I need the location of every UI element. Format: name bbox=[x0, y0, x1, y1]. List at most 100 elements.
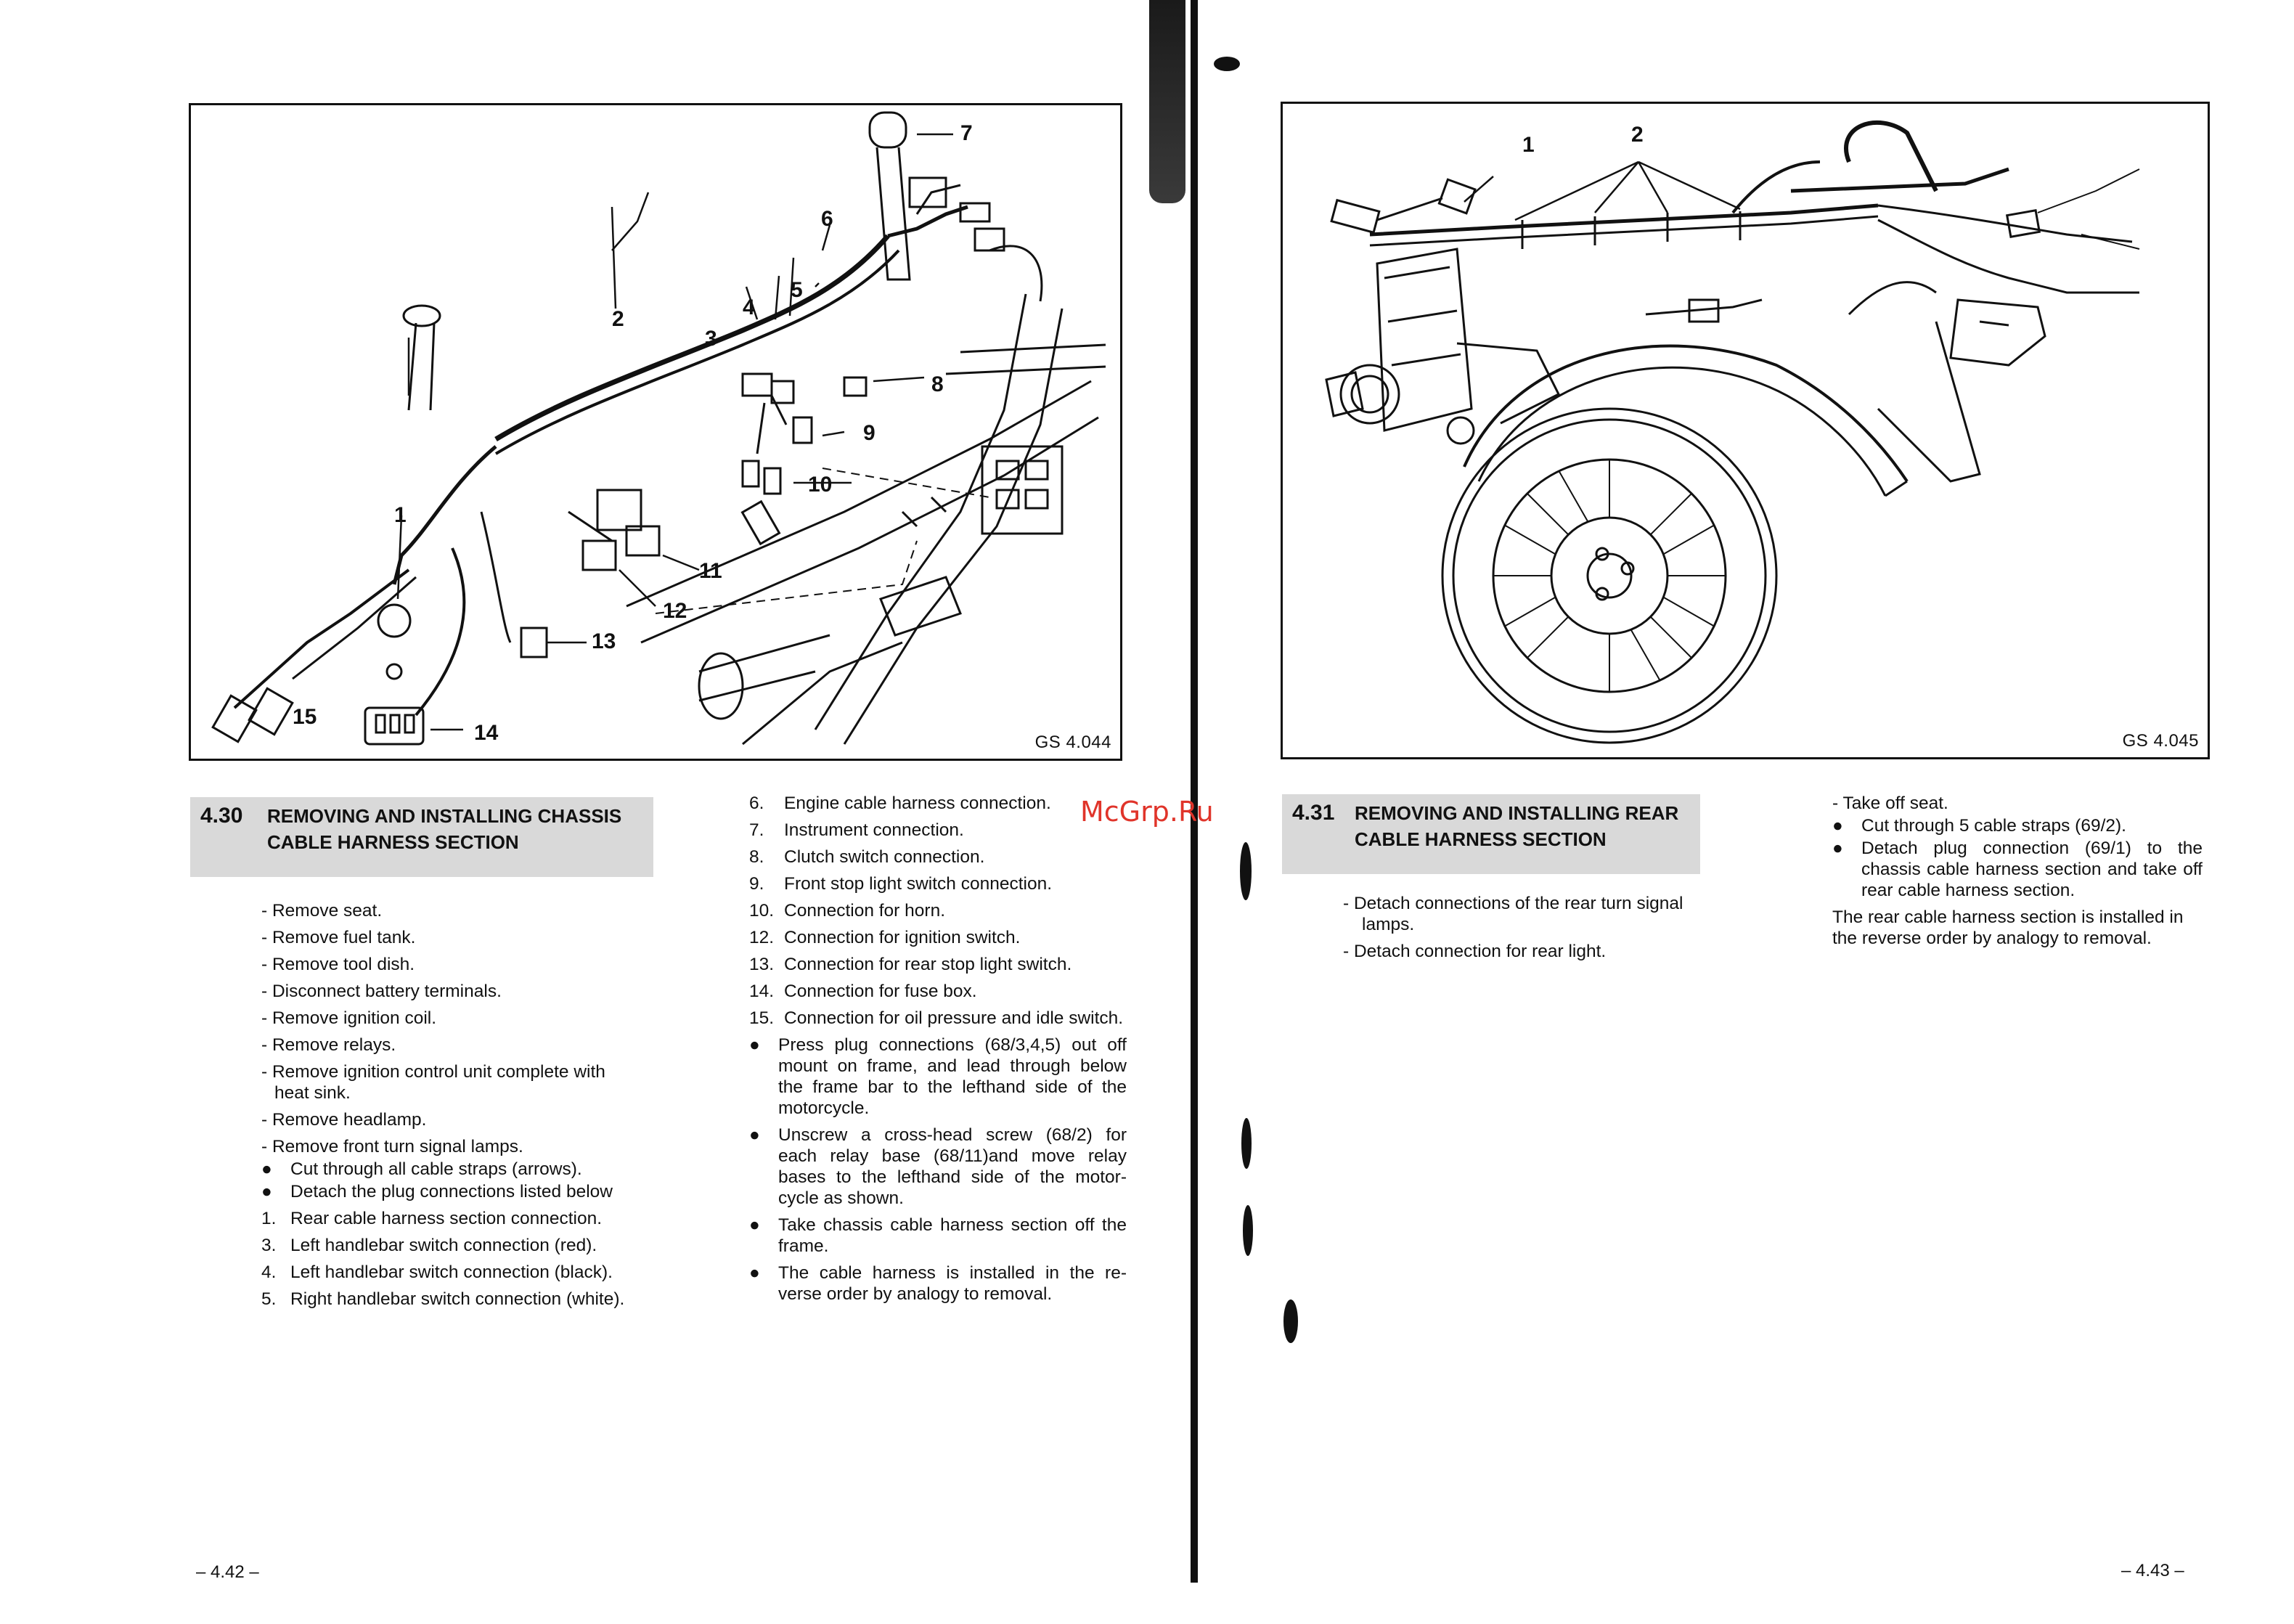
item-text: Left handlebar switch connection (red). bbox=[290, 1236, 597, 1255]
item-number: 4. bbox=[261, 1262, 277, 1282]
item-text: Clutch switch connection. bbox=[784, 847, 985, 867]
item-number: 6. bbox=[749, 793, 764, 813]
numbered-item: 4. Left handlebar switch connection (blac… bbox=[261, 1262, 639, 1283]
step-item: - Take off seat. bbox=[1832, 793, 1948, 813]
bullet-item: ●Take chassis cable harness section off … bbox=[749, 1215, 1127, 1256]
section-title-line1: REMOVING AND INSTALLING REAR bbox=[1355, 802, 1679, 824]
step-text: Remove tool dish. bbox=[272, 955, 415, 974]
item-text: Left handlebar switch connection (black)… bbox=[290, 1262, 613, 1282]
callout-1: 1 bbox=[1522, 133, 1535, 157]
bullet-text: Detach the plug connections listed below bbox=[290, 1182, 613, 1201]
step-item: - Remove tool dish. bbox=[261, 955, 415, 974]
item-number: 7. bbox=[749, 820, 764, 840]
step-text: Disconnect battery terminals. bbox=[272, 982, 502, 1001]
step-text: Remove headlamp. bbox=[272, 1110, 427, 1130]
step-text: Remove seat. bbox=[272, 901, 383, 921]
step-text: Remove ignition control unit complete wi… bbox=[272, 1062, 605, 1103]
step-item: - Remove seat. bbox=[261, 901, 383, 921]
scan-speck bbox=[1241, 1118, 1252, 1169]
step-text: Remove ignition coil. bbox=[272, 1008, 437, 1028]
callout-10: 10 bbox=[808, 473, 833, 497]
item-number: 8. bbox=[749, 847, 764, 867]
bullet-text: Press plug connections (68/3,4,5) out of… bbox=[778, 1035, 1127, 1118]
item-text: Instrument connection. bbox=[784, 820, 964, 840]
section-title-line2: CABLE HARNESS SECTION bbox=[1355, 828, 1607, 850]
callout-11: 11 bbox=[699, 559, 722, 583]
item-number: 9. bbox=[749, 874, 764, 894]
left-page: 7 6 5 4 3 2 8 9 10 1 11 12 13 15 14 GS 4… bbox=[189, 103, 1127, 1582]
chassis-harness-figure: 7 6 5 4 3 2 8 9 10 1 11 12 13 15 14 GS 4… bbox=[189, 103, 1122, 761]
callout-9: 9 bbox=[863, 421, 875, 445]
step-text: Remove relays. bbox=[272, 1035, 396, 1055]
item-text: Connection for fuse box. bbox=[784, 982, 977, 1001]
step-text: Detach connections of the rear turn sign… bbox=[1353, 894, 1683, 934]
callout-6: 6 bbox=[821, 207, 833, 231]
scan-speck bbox=[1214, 57, 1240, 71]
rear-harness-figure: 1 2 GS 4.045 bbox=[1281, 102, 2210, 759]
bullet-text: Cut through all cable straps (arrows). bbox=[290, 1159, 582, 1179]
step-item: - Remove front turn signal lamps. bbox=[261, 1137, 523, 1156]
section-number: 4.31 bbox=[1292, 801, 1335, 825]
bullet-item: ●Press plug connections (68/3,4,5) out o… bbox=[749, 1035, 1127, 1118]
numbered-item: 10. Connection for horn. bbox=[749, 900, 1127, 921]
figure-code: GS 4.044 bbox=[1034, 733, 1111, 752]
item-number: 10. bbox=[749, 901, 775, 921]
step-item: - Remove ignition control unit complete … bbox=[261, 1062, 605, 1103]
section-number: 4.30 bbox=[200, 804, 243, 828]
bullet-text: The cable harness is installed in the re… bbox=[778, 1263, 1127, 1304]
bullet-text: Detach plug connection (69/1) to the cha… bbox=[1861, 838, 2203, 900]
steps-column-2: 6. Engine cable harness connection. 7. Ins… bbox=[749, 793, 1127, 1310]
bullet-text: Unscrew a cross-head screw (68/2) for ea… bbox=[778, 1125, 1127, 1208]
item-text: Connection for horn. bbox=[784, 901, 945, 921]
item-text: Front stop light switch connection. bbox=[784, 874, 1053, 894]
step-item: - Disconnect battery terminals. bbox=[261, 982, 502, 1001]
item-text: Rear cable harness section connection. bbox=[290, 1209, 603, 1228]
section-title-line2: CABLE HARNESS SECTION bbox=[267, 831, 519, 853]
step-item: - Detach connections of the rear turn si… bbox=[1343, 894, 1683, 934]
item-number: 14. bbox=[749, 982, 775, 1001]
bullet-text: Cut through 5 cable straps (69/2). bbox=[1861, 816, 2126, 836]
step-text: Take off seat. bbox=[1842, 793, 1948, 813]
bullet-item: ●Cut through 5 cable straps (69/2). bbox=[1832, 816, 2126, 836]
callout-5: 5 bbox=[791, 278, 803, 302]
bullet-item: ●The cable harness is installed in the r… bbox=[749, 1263, 1127, 1304]
step-item: - Remove relays. bbox=[261, 1035, 396, 1055]
numbered-item: 8. Clutch switch connection. bbox=[749, 846, 1127, 868]
numbered-item: 6. Engine cable harness connection. bbox=[749, 793, 1127, 814]
callout-12: 12 bbox=[663, 599, 687, 623]
callout-3: 3 bbox=[705, 327, 717, 351]
scan-speck bbox=[1283, 1299, 1298, 1343]
section-title-line1: REMOVING AND INSTALLING CHASSIS bbox=[267, 805, 622, 827]
callout-2: 2 bbox=[1631, 123, 1644, 147]
item-number: 13. bbox=[749, 955, 775, 974]
numbered-item: 5. Right handlebar switch connection (whi… bbox=[261, 1289, 639, 1310]
callout-15: 15 bbox=[293, 705, 317, 729]
item-number: 5. bbox=[261, 1289, 277, 1309]
bullet-text: Take chassis cable harness section off t… bbox=[778, 1215, 1127, 1256]
item-text: Engine cable harness connection. bbox=[784, 793, 1051, 813]
bullet-item: ●Unscrew a cross-head screw (68/2) for e… bbox=[749, 1125, 1127, 1208]
numbered-item: 12.Connection for ignition switch. bbox=[749, 927, 1127, 948]
rear-steps-column-1: - Detach connections of the rear turn si… bbox=[1343, 893, 1691, 968]
figure-code: GS 4.045 bbox=[2122, 731, 2199, 751]
chassis-harness-illustration bbox=[211, 111, 1106, 746]
item-number: 3. bbox=[261, 1236, 277, 1255]
numbered-item: 9. Front stop light switch connection. bbox=[749, 873, 1127, 894]
item-number: 15. bbox=[749, 1008, 775, 1028]
rear-harness-illustration bbox=[1325, 120, 2140, 744]
bullet-item: ●Detach plug connection (69/1) to the ch… bbox=[1832, 838, 2203, 900]
step-item: - Remove fuel tank. bbox=[261, 928, 416, 947]
numbered-item: 13.Connection for rear stop light switch… bbox=[749, 954, 1127, 975]
item-text: Connection for ignition switch. bbox=[784, 928, 1021, 947]
step-item: - Detach connection for rear light. bbox=[1343, 942, 1607, 961]
page-number: – 4.42 – bbox=[196, 1562, 259, 1582]
scan-speck bbox=[1240, 842, 1252, 900]
item-number: 1. bbox=[261, 1209, 277, 1228]
item-text: Right handlebar switch connection (white… bbox=[290, 1289, 625, 1309]
closing-paragraph: The rear cable harness section is instal… bbox=[1832, 907, 2184, 948]
callout-13: 13 bbox=[592, 629, 616, 653]
item-text: Connection for oil pressure and idle swi… bbox=[784, 1008, 1124, 1028]
step-item: - Remove ignition coil. bbox=[261, 1008, 437, 1028]
bullet-item: ●Detach the plug connections listed belo… bbox=[261, 1182, 613, 1201]
callout-4: 4 bbox=[743, 295, 755, 319]
